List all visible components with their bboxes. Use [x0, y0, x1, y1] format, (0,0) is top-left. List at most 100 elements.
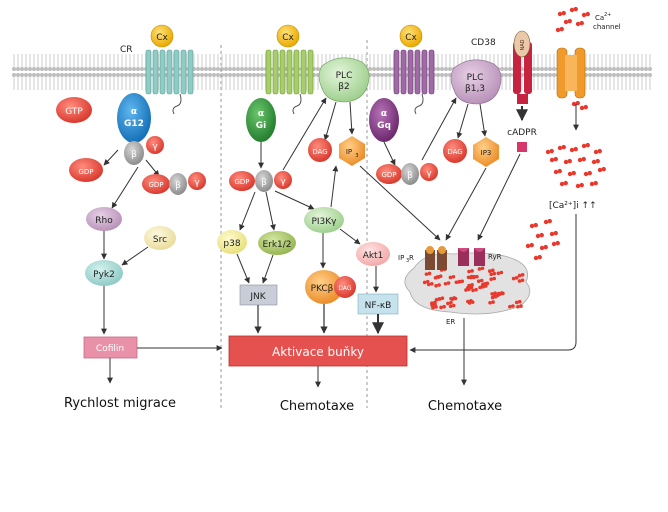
calcium-ion	[422, 280, 427, 285]
calcium-ion	[434, 305, 438, 309]
calcium-ion	[424, 272, 429, 276]
svg-text:α: α	[258, 109, 264, 119]
calcium-ion	[460, 279, 465, 284]
ip3-node-3: IP3	[473, 137, 499, 167]
calcium-ion	[511, 304, 515, 308]
calcium-ions	[525, 6, 606, 261]
svg-text:GDP: GDP	[78, 168, 93, 176]
pyk2-node: Pyk2	[85, 260, 123, 286]
erk-node: Erk1/2	[258, 231, 296, 255]
svg-text:IP: IP	[346, 148, 352, 156]
calcium-ion	[425, 279, 430, 284]
receptor-gi	[265, 49, 314, 115]
plc-beta13: PLC β1,3	[450, 59, 502, 105]
svg-text:3: 3	[406, 258, 409, 264]
src-node: Src	[144, 226, 176, 250]
nfkb-box: NF-κB	[357, 293, 399, 315]
calcium-ion	[537, 254, 542, 260]
calcium-ion	[563, 180, 568, 186]
arrow-ca-activation	[409, 214, 577, 353]
calcium-ion	[575, 100, 580, 106]
svg-text:NF-κB: NF-κB	[365, 301, 392, 311]
calcium-ion	[470, 300, 475, 304]
cd38-enzyme: NAD	[513, 30, 532, 104]
calcium-ion	[517, 299, 522, 304]
calcium-ion	[557, 11, 563, 17]
calcium-ion	[587, 170, 592, 176]
calcium-ion	[477, 267, 482, 271]
calcium-ion	[589, 181, 595, 187]
svg-text:Erk1/2: Erk1/2	[262, 240, 291, 250]
gtp-node: GTP	[56, 97, 92, 123]
calcium-ion	[549, 157, 555, 163]
calcium-ion	[585, 11, 590, 17]
calcium-ion	[491, 268, 495, 273]
svg-text:GDP: GDP	[148, 181, 163, 189]
calcium-ion	[448, 304, 453, 309]
arrow-pi3k-ip3	[330, 165, 339, 208]
calcium-ion	[499, 291, 504, 295]
ryanodine-receptors	[458, 248, 485, 266]
calcium-ion	[595, 158, 600, 164]
gdp-bg-complex-1: GDP β γ	[142, 172, 206, 195]
cd38-label: CD38	[471, 38, 496, 48]
calcium-ion	[539, 232, 544, 238]
svg-text:β2: β2	[338, 82, 349, 92]
svg-text:γ: γ	[152, 142, 158, 152]
calcium-ion	[593, 149, 599, 155]
arrow-galpha-gdp	[103, 149, 119, 166]
dag-node-3: DAG	[443, 139, 467, 163]
svg-text:DAG: DAG	[312, 148, 327, 156]
calcium-ion	[545, 149, 551, 155]
calcium-ion	[525, 243, 531, 249]
svg-text:γ: γ	[280, 177, 286, 187]
calcium-ion	[533, 255, 539, 261]
calcium-ion	[533, 222, 538, 228]
svg-text:Src: Src	[153, 235, 167, 245]
calcium-ion	[553, 230, 558, 236]
svg-text:β1,3: β1,3	[465, 84, 485, 94]
calcium-ion	[480, 266, 485, 271]
calcium-ion	[585, 142, 590, 148]
calcium-ion	[520, 278, 525, 283]
calcium-ion	[491, 300, 495, 304]
svg-text:β: β	[175, 181, 181, 191]
calcium-ion	[495, 293, 500, 297]
output-chemotaxe-1: Chemotaxe	[280, 399, 354, 414]
calcium-ion	[475, 274, 479, 279]
calcium-ion	[493, 291, 497, 295]
calcium-ion	[593, 180, 598, 186]
calcium-ion	[508, 304, 512, 309]
calcium-ion	[563, 19, 569, 25]
pi3k-node: PI3Kγ	[304, 207, 344, 233]
calcium-ion	[480, 284, 485, 289]
ligand-cx-2: Cx	[276, 24, 300, 48]
calcium-ion	[557, 145, 563, 151]
svg-text:p38: p38	[223, 239, 240, 249]
calcium-ion	[489, 277, 493, 282]
svg-text:β: β	[131, 150, 137, 160]
svg-text:IP: IP	[398, 254, 404, 262]
svg-text:Cx: Cx	[405, 33, 417, 43]
calcium-ion	[551, 241, 557, 247]
calcium-ion	[472, 274, 476, 279]
p38-node: p38	[217, 230, 247, 254]
activation-box: Aktivace buňky	[228, 335, 408, 367]
calcium-ion	[427, 271, 432, 276]
calcium-ion	[449, 296, 453, 301]
calcium-ion	[451, 274, 456, 279]
calcium-ion	[438, 274, 443, 279]
arrow-bg-pi3k	[274, 190, 315, 210]
calcium-ion	[451, 303, 456, 308]
calcium-ion	[434, 283, 438, 288]
calcium-ion	[559, 181, 565, 187]
svg-text:Ca: Ca	[595, 14, 604, 22]
svg-text:NAD: NAD	[520, 39, 526, 50]
calcium-ion	[567, 18, 572, 24]
svg-text:Akt1: Akt1	[363, 251, 384, 261]
svg-text:α: α	[131, 107, 137, 117]
arrow-bg-erk	[265, 191, 276, 231]
cadpr-mark	[517, 142, 527, 152]
svg-text:GDP: GDP	[234, 178, 249, 186]
calcium-ion	[579, 182, 584, 188]
